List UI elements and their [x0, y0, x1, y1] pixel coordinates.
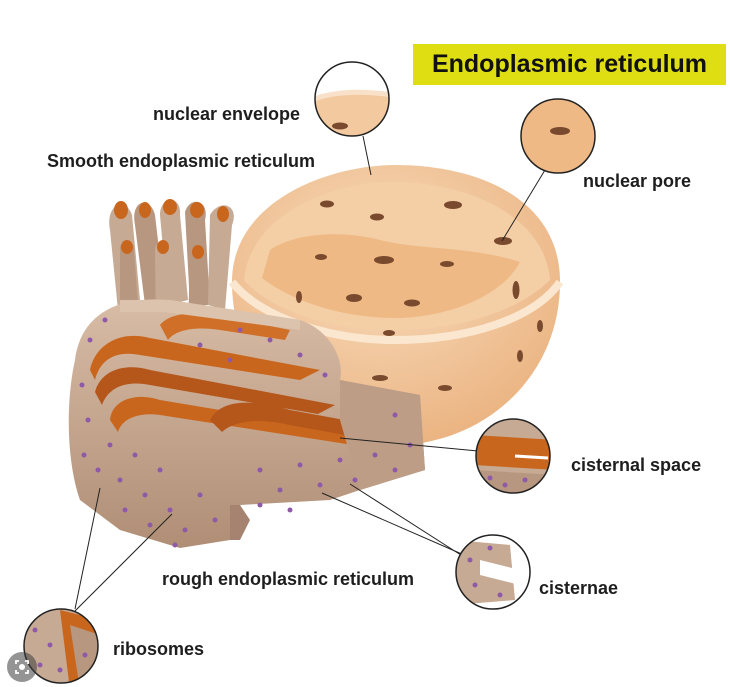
label-nuclear-envelope: nuclear envelope [153, 104, 301, 124]
label-ribosomes: ribosomes [113, 639, 205, 659]
nuclear-pores [273, 200, 543, 391]
diagram-title: Endoplasmic reticulum [431, 50, 708, 78]
leader-lines [74, 135, 546, 612]
google-lens-icon[interactable] [7, 652, 37, 682]
zoom-nuclear-pore [520, 98, 596, 174]
zoom-ribosomes [23, 608, 99, 684]
label-nuclear-pore: nuclear pore [583, 171, 692, 191]
label-rough-er: rough endoplasmic reticulum [162, 569, 415, 589]
label-cisternae: cisternae [539, 578, 619, 598]
label-smooth-er: Smooth endoplasmic reticulum [47, 151, 316, 171]
rough-er [68, 299, 425, 548]
zoom-nuclear-envelope [314, 61, 390, 137]
lens-glyph [15, 660, 29, 674]
ribosomes-dots [79, 317, 413, 548]
label-cisternal-space: cisternal space [571, 455, 702, 475]
title-highlight: Endoplasmic reticulum [413, 44, 726, 85]
zoom-cisternal-space [475, 418, 551, 494]
zoom-cisternae [455, 534, 531, 610]
